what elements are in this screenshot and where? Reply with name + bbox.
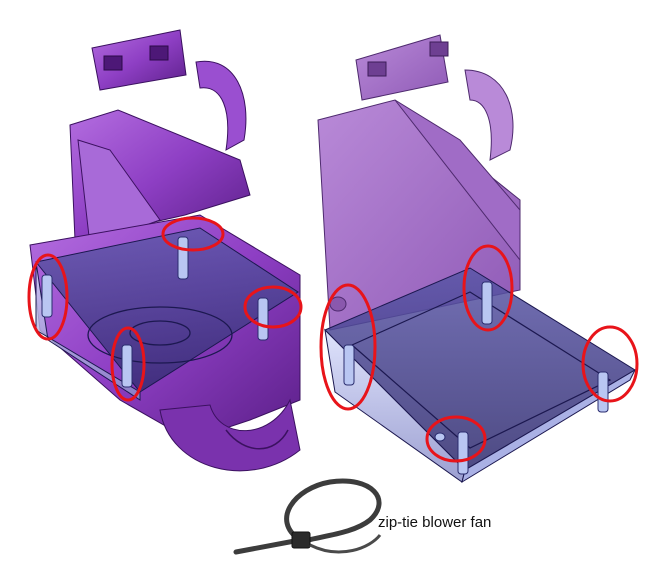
highlight-circle: [462, 244, 514, 332]
standoff: [481, 281, 493, 325]
highlight-circle: [581, 325, 639, 403]
highlight-circle: [110, 326, 146, 402]
highlight-circle: [243, 285, 303, 329]
standoff: [177, 236, 189, 280]
highlight-circle: [425, 415, 487, 463]
standoff: [257, 297, 269, 341]
standoff: [121, 344, 133, 388]
standoff: [457, 431, 469, 475]
caption-label: zip-tie blower fan: [378, 514, 492, 531]
left-fan-duct-model: [27, 29, 303, 472]
zip-tie-icon: [233, 478, 382, 555]
standoff: [597, 371, 609, 413]
standoff: [343, 344, 355, 386]
right-fan-duct-model: [317, 34, 639, 484]
standoff: [41, 274, 53, 318]
highlight-circle: [161, 216, 225, 252]
left-fan-panel: [35, 227, 299, 393]
highlight-circle: [27, 253, 69, 341]
highlight-circle: [319, 283, 377, 411]
